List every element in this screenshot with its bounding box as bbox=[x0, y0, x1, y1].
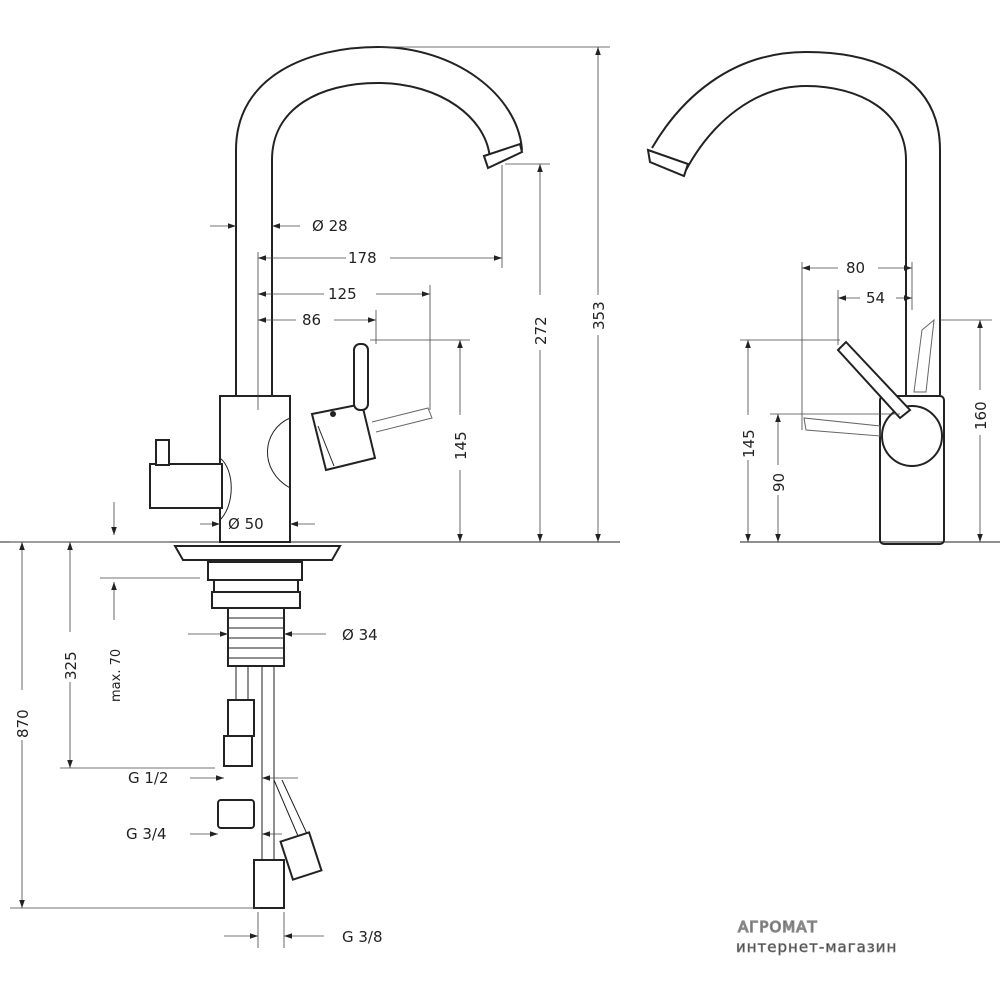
dim-dia-28: Ø 28 bbox=[312, 217, 348, 235]
front-view: Ø 28 178 125 86 Ø 50 145 272 bbox=[0, 45, 620, 561]
hose-connector-left bbox=[227, 699, 255, 737]
dim-86: 86 bbox=[302, 311, 321, 329]
thread-lines bbox=[228, 617, 284, 659]
lever-handle bbox=[353, 343, 369, 411]
lever-housing bbox=[310, 402, 377, 472]
hose-left bbox=[235, 666, 249, 700]
valve-knob bbox=[149, 463, 223, 509]
dim-125: 125 bbox=[328, 285, 357, 303]
mounting-bracket bbox=[211, 591, 301, 609]
side-view: 80 54 160 145 90 bbox=[646, 50, 1000, 545]
side-spout-inner bbox=[685, 84, 907, 395]
side-lever-ghost-up bbox=[913, 318, 935, 393]
deck-plate bbox=[173, 545, 342, 561]
side-spout-outer bbox=[651, 50, 941, 395]
dim-54: 54 bbox=[866, 289, 885, 307]
dim-80: 80 bbox=[846, 259, 865, 277]
side-lever-ghost-down bbox=[803, 417, 881, 437]
dim-178: 178 bbox=[348, 249, 377, 267]
below-deck-view: 870 325 max. 70 Ø 34 G 1/2 G 3/4 G 3/8 bbox=[10, 541, 383, 948]
mounting-washer bbox=[213, 579, 299, 593]
dim-dia-50: Ø 50 bbox=[228, 515, 264, 533]
threaded-shank bbox=[227, 607, 285, 667]
mounting-nut bbox=[207, 561, 303, 581]
valve-stem bbox=[155, 439, 170, 466]
adapter-g34 bbox=[217, 799, 255, 829]
dim-870: 870 bbox=[14, 709, 32, 738]
dim-272: 272 bbox=[532, 316, 550, 345]
dim-325: 325 bbox=[62, 651, 80, 680]
hose-branch bbox=[273, 779, 309, 837]
dim-145-side: 145 bbox=[740, 429, 758, 458]
lever-pivot bbox=[330, 411, 336, 417]
body-curve bbox=[267, 417, 291, 489]
label-g-3-4: G 3/4 bbox=[126, 825, 167, 843]
side-lever-base bbox=[881, 405, 943, 467]
dim-dia-34: Ø 34 bbox=[342, 626, 378, 644]
hose-fitting-g12 bbox=[223, 735, 253, 767]
lever-ghost bbox=[371, 407, 433, 433]
spout-inner bbox=[271, 81, 491, 395]
dim-max-70: max. 70 bbox=[109, 649, 124, 702]
side-lever bbox=[836, 340, 912, 420]
label-g-3-8: G 3/8 bbox=[342, 928, 383, 946]
dim-160: 160 bbox=[972, 401, 990, 430]
hose-connector-branch bbox=[279, 831, 323, 881]
hose-connector-g38 bbox=[253, 859, 285, 909]
body-curve-side bbox=[219, 457, 232, 521]
side-spout-tip bbox=[646, 148, 690, 178]
spout-outer bbox=[235, 45, 523, 395]
label-g-1-2: G 1/2 bbox=[128, 769, 169, 787]
lever-housing-inner bbox=[317, 425, 335, 467]
spout-tip bbox=[482, 142, 524, 170]
hose-right bbox=[261, 666, 275, 860]
watermark-logo: АГРОМАТ интернет-магазин bbox=[736, 917, 897, 956]
watermark-subtitle: интернет-магазин bbox=[736, 938, 897, 956]
dim-145-front: 145 bbox=[452, 431, 470, 460]
watermark-title: АГРОМАТ bbox=[738, 918, 818, 936]
dim-90: 90 bbox=[770, 473, 788, 492]
dim-353: 353 bbox=[590, 301, 608, 330]
